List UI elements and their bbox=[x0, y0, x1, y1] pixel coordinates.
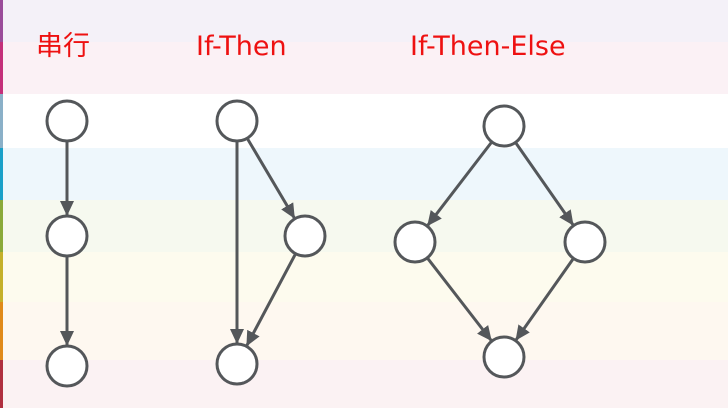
node-circle bbox=[215, 342, 259, 386]
band-edge-stripe bbox=[0, 148, 3, 200]
node-circle bbox=[283, 214, 327, 258]
node-e2 bbox=[393, 220, 437, 264]
node-circle bbox=[45, 344, 89, 388]
background-band bbox=[0, 200, 728, 252]
node-circle bbox=[45, 214, 89, 258]
band-wash bbox=[3, 360, 728, 408]
background-band bbox=[0, 148, 728, 200]
node-circle bbox=[393, 220, 437, 264]
background-band bbox=[0, 0, 728, 42]
band-edge-stripe bbox=[0, 200, 3, 252]
node-circle bbox=[482, 335, 526, 379]
background-band bbox=[0, 252, 728, 302]
edges bbox=[60, 137, 575, 347]
band-wash bbox=[3, 0, 728, 42]
band-wash bbox=[3, 302, 728, 360]
arrow-e2-to-e4 bbox=[426, 256, 493, 342]
band-wash bbox=[3, 148, 728, 200]
node-t3 bbox=[215, 342, 259, 386]
arrow-e1-to-e3 bbox=[514, 141, 575, 226]
band-wash bbox=[3, 252, 728, 302]
node-t2 bbox=[283, 214, 327, 258]
node-s2 bbox=[45, 214, 89, 258]
node-t1 bbox=[215, 99, 259, 143]
band-wash bbox=[3, 200, 728, 252]
band-edge-stripe bbox=[0, 360, 3, 408]
title-if-then-else: If-Then-Else bbox=[410, 31, 566, 62]
band-wash bbox=[3, 94, 728, 148]
background-band bbox=[0, 360, 728, 408]
background-band bbox=[0, 42, 728, 94]
background-band bbox=[0, 302, 728, 360]
arrow-t1-to-t2 bbox=[245, 137, 296, 219]
node-circle bbox=[482, 104, 526, 148]
node-circle bbox=[45, 99, 89, 143]
arrow-t2-to-t3 bbox=[245, 252, 297, 347]
band-wash bbox=[3, 42, 728, 94]
nodes bbox=[45, 99, 607, 388]
background-band bbox=[0, 94, 728, 148]
arrow-e1-to-e2 bbox=[426, 140, 494, 227]
arrow-e3-to-e4 bbox=[514, 257, 575, 341]
node-circle bbox=[215, 99, 259, 143]
title-if-then: If-Then bbox=[196, 31, 287, 62]
node-e3 bbox=[563, 220, 607, 264]
band-edge-stripe bbox=[0, 42, 3, 94]
band-edge-stripe bbox=[0, 252, 3, 302]
node-s3 bbox=[45, 344, 89, 388]
band-edge-stripe bbox=[0, 302, 3, 360]
node-e1 bbox=[482, 104, 526, 148]
band-edge-stripe bbox=[0, 94, 3, 148]
node-s1 bbox=[45, 99, 89, 143]
title-serial: 串行 bbox=[36, 31, 90, 62]
band-edge-stripe bbox=[0, 0, 3, 42]
node-e4 bbox=[482, 335, 526, 379]
node-circle bbox=[563, 220, 607, 264]
